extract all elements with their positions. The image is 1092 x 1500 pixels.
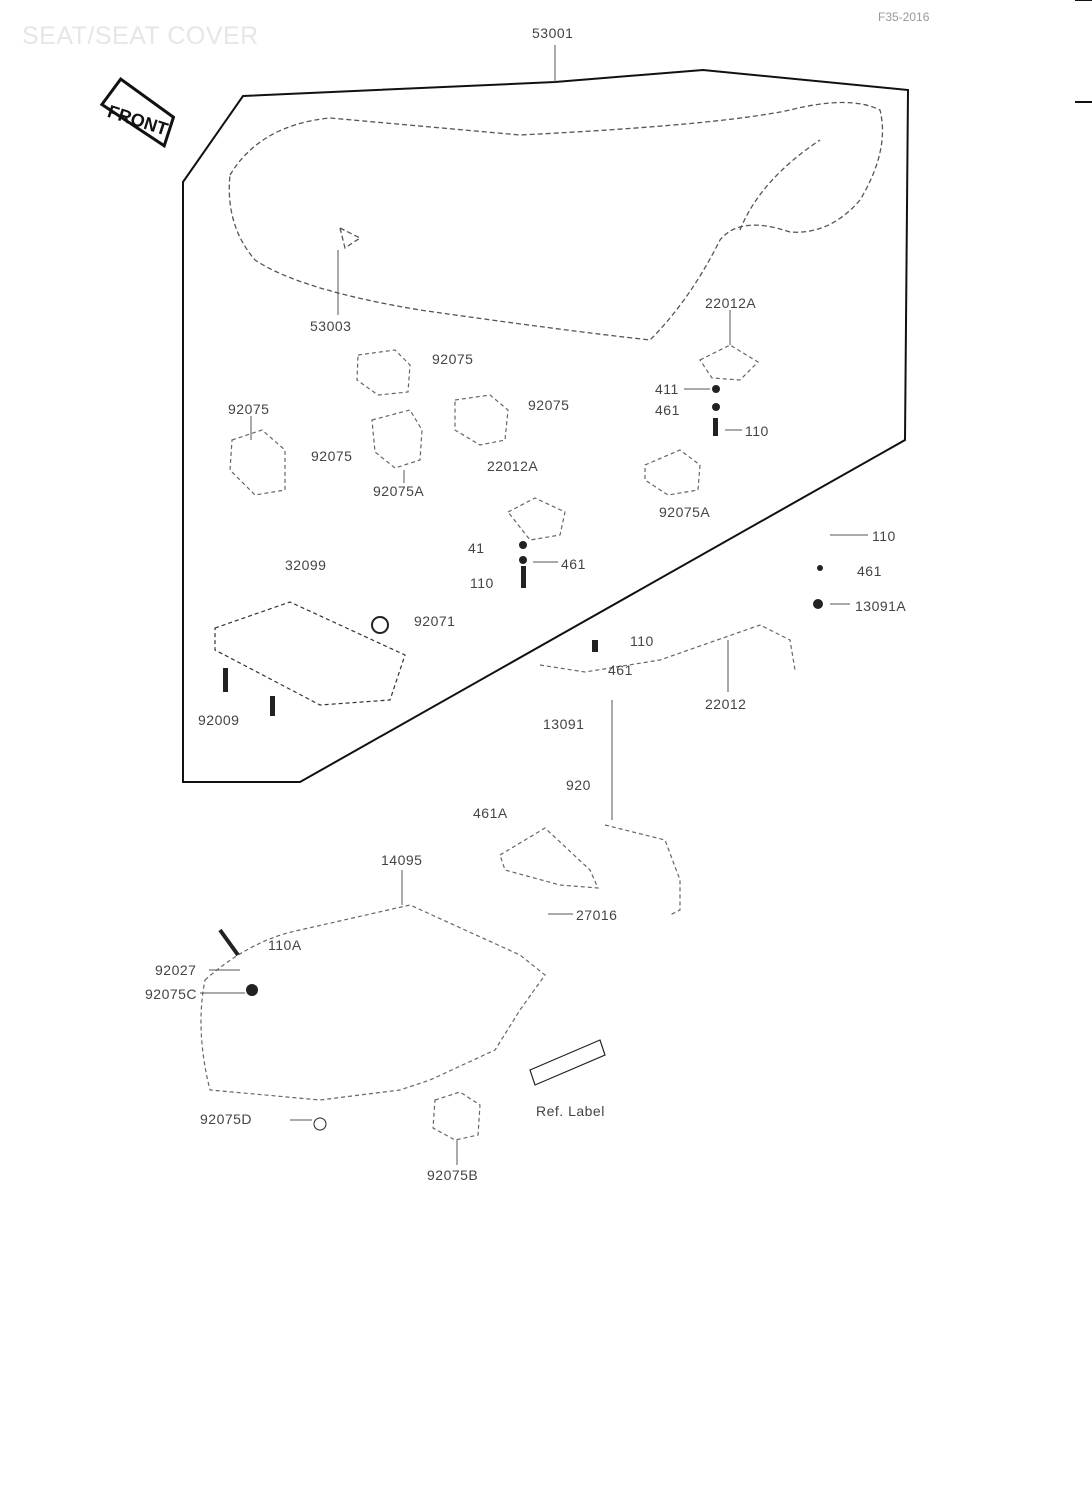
part-label: 92075A — [659, 504, 711, 520]
part-label: 92075 — [528, 397, 570, 413]
part-label: 53001 — [532, 25, 574, 41]
part-label: 110A — [268, 937, 302, 953]
part-label: 13091A — [855, 598, 907, 614]
fasteners — [218, 385, 823, 1131]
part-label: 22012A — [487, 458, 539, 474]
part-label: 92075 — [228, 401, 270, 417]
front-sign: FRONT — [99, 76, 176, 149]
part-label: 22012A — [705, 295, 757, 311]
part-label: 461 — [857, 563, 882, 579]
part-label: 14095 — [381, 852, 423, 868]
seat-assembly — [228, 101, 884, 341]
part-label: 92009 — [198, 712, 240, 728]
seat-parts — [200, 344, 796, 1141]
part-label: 92075A — [373, 483, 425, 499]
part-label: 13091 — [543, 716, 585, 732]
part-label: 920 — [566, 777, 591, 793]
part-label: 27016 — [576, 907, 618, 923]
part-label: 22012 — [705, 696, 747, 712]
part-label: 110 — [872, 528, 896, 544]
part-label: 41 — [468, 540, 485, 556]
part-label: 411 — [655, 381, 679, 397]
part-label: 461 — [561, 556, 586, 572]
part-label: 92075 — [432, 351, 474, 367]
part-label: 461 — [655, 402, 680, 418]
part-label: 92071 — [414, 613, 456, 629]
leader-lines — [200, 45, 868, 1165]
part-label: 461A — [473, 805, 508, 821]
part-label: 92075B — [427, 1167, 479, 1183]
seat-group-outline — [182, 68, 910, 783]
part-label: 110 — [745, 423, 769, 439]
part-label: 53003 — [310, 318, 352, 334]
part-label: 92075D — [200, 1111, 253, 1127]
part-label: 32099 — [285, 557, 327, 573]
part-label: 92075 — [311, 448, 353, 464]
page-title: SEAT/SEAT COVER — [22, 22, 259, 50]
part-label: 92075C — [145, 986, 198, 1002]
part-label: 461 — [608, 662, 633, 678]
diagram-code: F35-2016 — [878, 10, 930, 24]
part-label: Ref. Label — [536, 1103, 605, 1119]
part-label: 110 — [630, 633, 654, 649]
part-label: 92027 — [155, 962, 197, 978]
part-label: 110 — [470, 575, 494, 591]
